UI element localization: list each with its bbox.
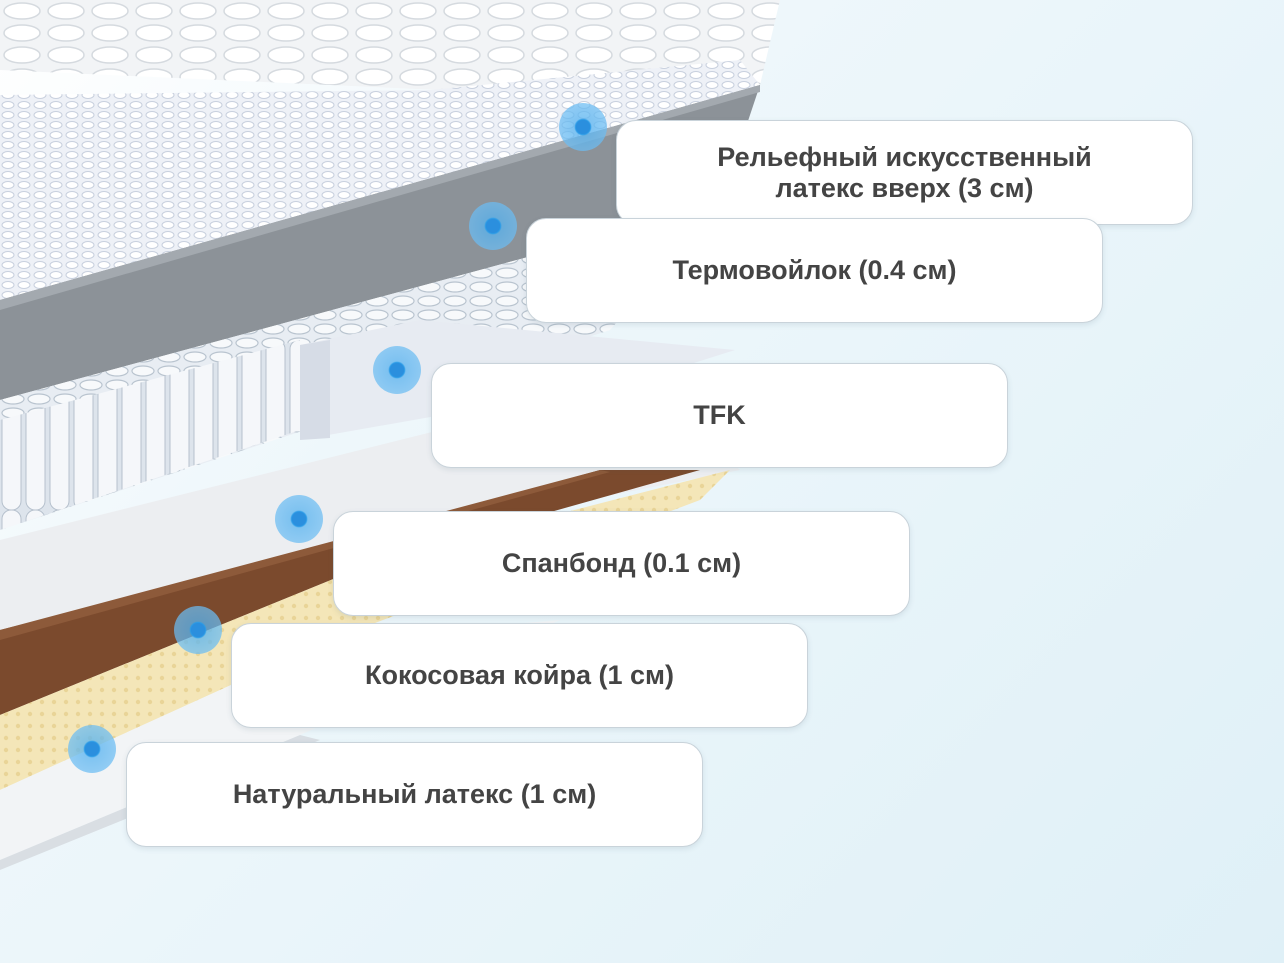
layer-label-spunbond: Спанбонд (0.1 см) <box>333 511 910 616</box>
layer-3-marker-icon[interactable] <box>373 346 421 394</box>
layer-label-natural-latex: Натуральный латекс (1 см) <box>126 742 703 847</box>
layer-label-relief-latex: Рельефный искусственный латекс вверх (3 … <box>616 120 1193 225</box>
layer-label-thermo-felt: Термовойлок (0.4 см) <box>526 218 1103 323</box>
layer-1-marker-icon[interactable] <box>559 103 607 151</box>
layer-label-coconut-coir: Кокосовая койра (1 см) <box>231 623 808 728</box>
layer-6-marker-icon[interactable] <box>68 725 116 773</box>
layer-5-marker-icon[interactable] <box>174 606 222 654</box>
layer-2-marker-icon[interactable] <box>469 202 517 250</box>
layer-label-tfk: TFK <box>431 363 1008 468</box>
layer-4-marker-icon[interactable] <box>275 495 323 543</box>
